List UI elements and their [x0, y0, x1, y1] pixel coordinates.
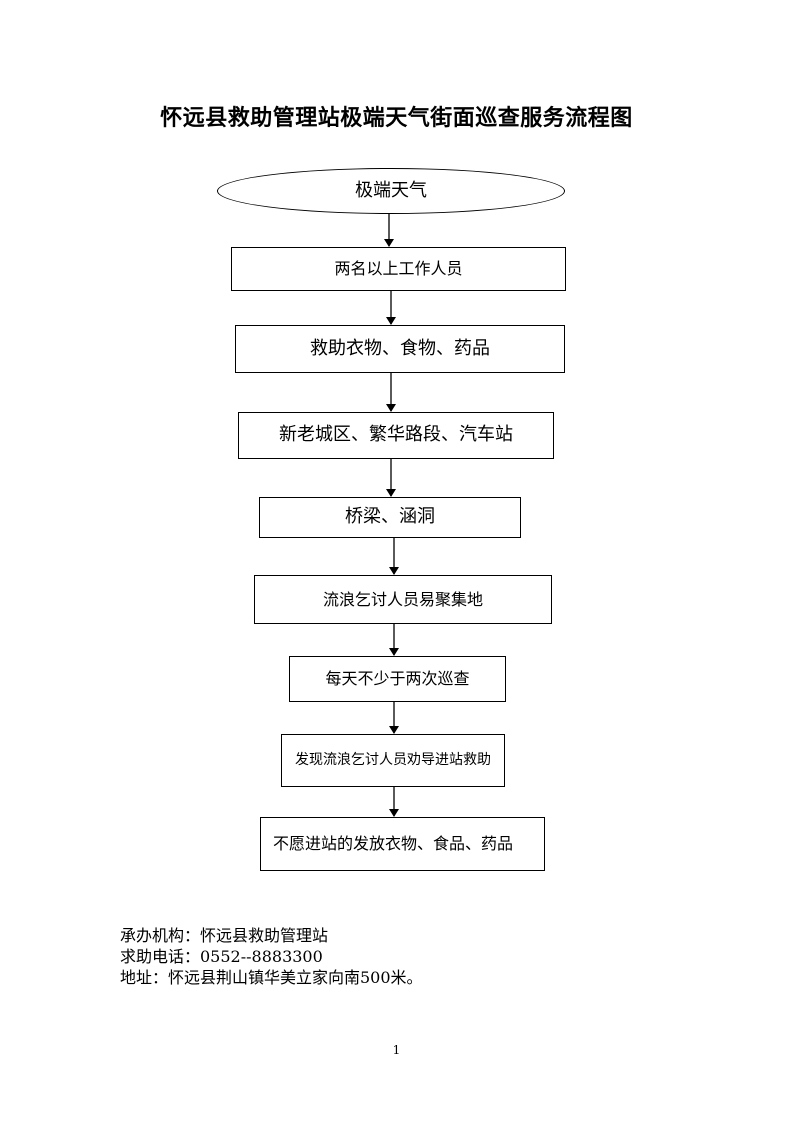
page-number: 1 [392, 1043, 401, 1057]
flow-node-label: 不愿进站的发放衣物、食品、药品 [273, 834, 514, 854]
organizer-line: 承办机构：怀远县救助管理站 [120, 926, 329, 945]
flow-node-frequency: 每天不少于两次巡查 [289, 656, 506, 702]
phone-line: 求助电话：0552--8883300 [120, 947, 323, 966]
page-title: 怀远县救助管理站极端天气街面巡查服务流程图 [160, 106, 633, 131]
flow-node-label: 流浪乞讨人员易聚集地 [322, 589, 483, 609]
flow-node-supplies: 救助衣物、食物、药品 [235, 325, 565, 373]
flow-node-label: 新老城区、繁华路段、汽车站 [279, 424, 513, 446]
flow-node-start: 极端天气 [217, 168, 565, 214]
flow-node-gathering: 流浪乞讨人员易聚集地 [254, 575, 552, 624]
flow-node-label: 桥梁、涵洞 [345, 506, 435, 528]
flow-node-staff: 两名以上工作人员 [231, 247, 566, 291]
contact-info: 承办机构：怀远县救助管理站 求助电话：0552--8883300 地址：怀远县荆… [120, 925, 423, 988]
flow-node-label: 救助衣物、食物、药品 [310, 337, 490, 359]
flow-node-label: 两名以上工作人员 [334, 259, 463, 279]
flow-node-persuade: 发现流浪乞讨人员劝导进站救助 [281, 734, 505, 787]
flow-node-bridges: 桥梁、涵洞 [259, 497, 521, 538]
flow-node-areas: 新老城区、繁华路段、汽车站 [238, 412, 554, 459]
flow-node-label: 极端天气 [355, 179, 427, 201]
flow-node-label: 每天不少于两次巡查 [325, 669, 470, 689]
address-line: 地址：怀远县荆山镇华美立家向南500米。 [120, 968, 423, 987]
flow-node-label: 发现流浪乞讨人员劝导进站救助 [295, 752, 491, 769]
flow-node-distribute: 不愿进站的发放衣物、食品、药品 [260, 817, 545, 871]
